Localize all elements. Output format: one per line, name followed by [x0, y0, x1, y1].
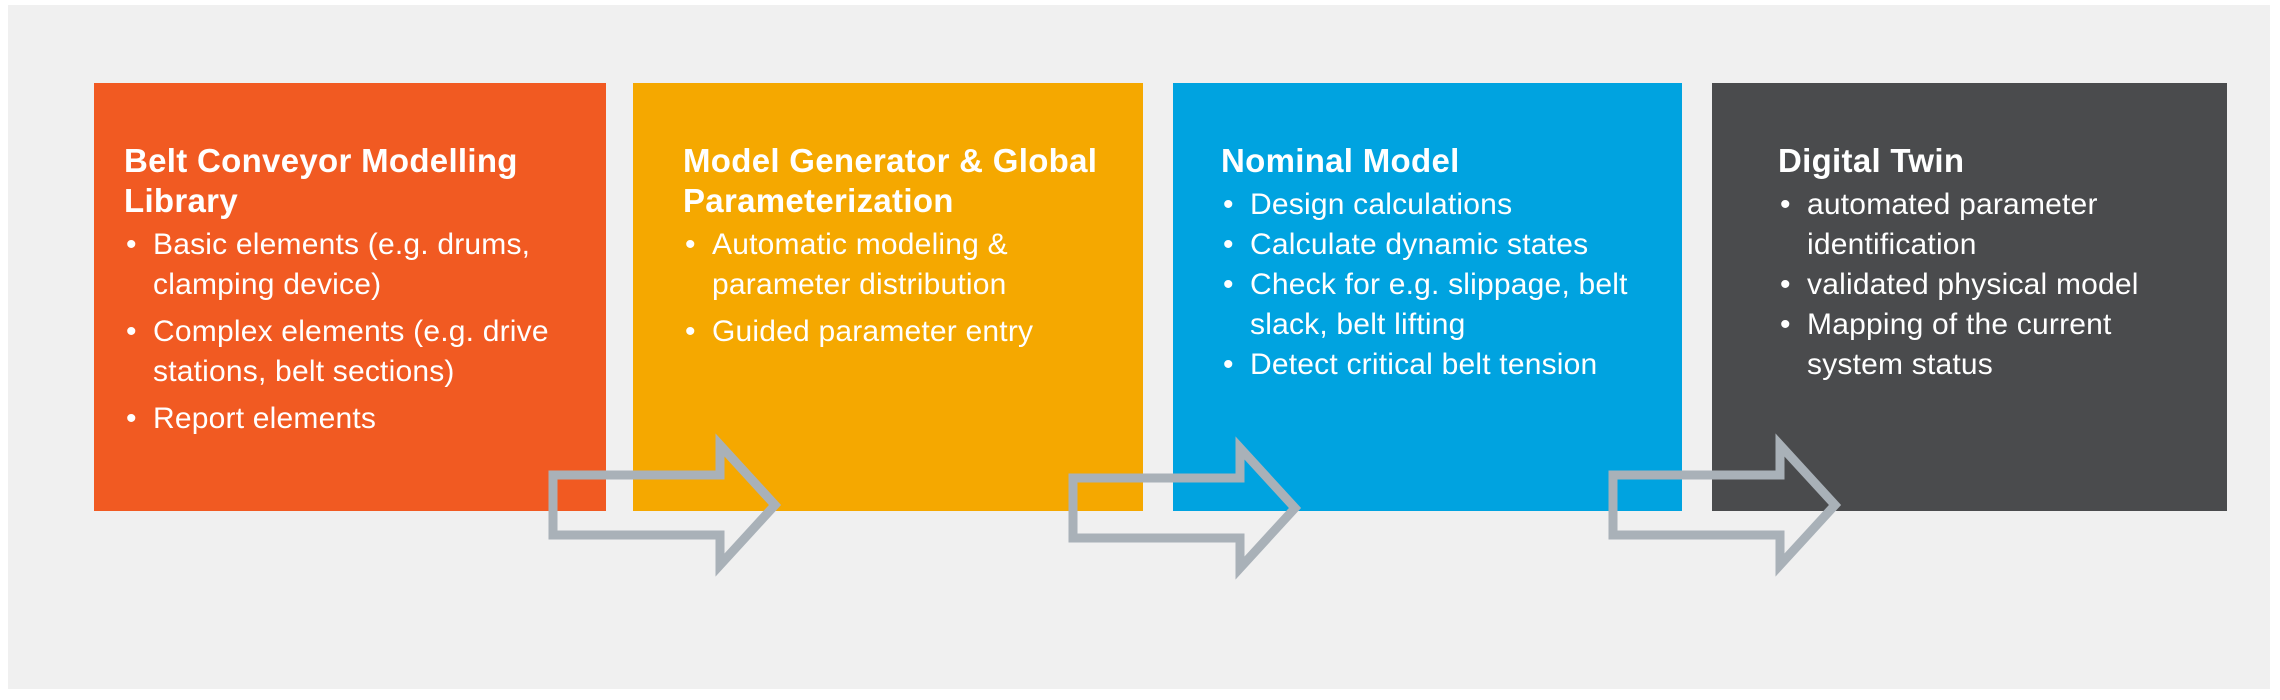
- list-item-text: Mapping of the current system status: [1807, 308, 2112, 381]
- list-item-text: Complex elements (e.g. drive stations, b…: [153, 315, 549, 388]
- bullet-icon: •: [1223, 188, 1234, 221]
- bullet-icon: •: [685, 315, 696, 348]
- nominal-list: • Design calculations • Calculate dynamic …: [1221, 185, 1652, 385]
- generator-title: Model Generator & Global Parameterizatio…: [683, 142, 1098, 219]
- bullet-icon: •: [1780, 268, 1791, 301]
- bullet-icon: •: [126, 402, 137, 435]
- list-item-text: Calculate dynamic states: [1250, 228, 1589, 261]
- bullet-icon: •: [126, 228, 137, 261]
- list-item: • Basic elements (e.g. drums, clamping de…: [124, 225, 576, 305]
- twin-box: Digital Twin • automated parameter identi…: [1712, 83, 2227, 511]
- bullet-icon: •: [1223, 268, 1234, 301]
- generator-list: • Automatic modeling & parameter distribu…: [683, 225, 1113, 352]
- list-item: • Report elements: [124, 399, 576, 439]
- list-item-text: Detect critical belt tension: [1250, 348, 1598, 381]
- generator-box: Model Generator & Global Parameterizatio…: [633, 83, 1143, 511]
- bullet-icon: •: [1223, 228, 1234, 261]
- list-item-text: Design calculations: [1250, 188, 1513, 221]
- list-item: • Calculate dynamic states: [1221, 225, 1652, 265]
- twin-title: Digital Twin: [1778, 142, 1965, 179]
- bullet-icon: •: [1780, 188, 1791, 221]
- list-item: • validated physical model: [1778, 265, 2197, 305]
- list-item-text: Check for e.g. slippage, belt slack, bel…: [1250, 268, 1628, 341]
- library-list: • Basic elements (e.g. drums, clamping de…: [124, 225, 576, 439]
- list-item: • Design calculations: [1221, 185, 1652, 225]
- list-item: • Detect critical belt tension: [1221, 345, 1652, 385]
- list-item-text: Guided parameter entry: [712, 315, 1034, 348]
- list-item-text: Basic elements (e.g. drums, clamping dev…: [153, 228, 531, 301]
- list-item: • Mapping of the current system status: [1778, 305, 2197, 385]
- process-diagram: Belt Conveyor Modelling Library • Basic e…: [8, 5, 2270, 689]
- list-item-text: Report elements: [153, 402, 377, 435]
- list-item: • automated parameter identification: [1778, 185, 2197, 265]
- list-item-text: Automatic modeling & parameter distribut…: [712, 228, 1008, 301]
- bullet-icon: •: [685, 228, 696, 261]
- library-title: Belt Conveyor Modelling Library: [124, 142, 518, 219]
- nominal-title: Nominal Model: [1221, 142, 1460, 179]
- list-item-text: validated physical model: [1807, 268, 2139, 301]
- bullet-icon: •: [1223, 348, 1234, 381]
- list-item: • Guided parameter entry: [683, 312, 1113, 352]
- bullet-icon: •: [126, 315, 137, 348]
- twin-list: • automated parameter identification • val…: [1778, 185, 2197, 385]
- list-item: • Automatic modeling & parameter distribu…: [683, 225, 1113, 305]
- library-box: Belt Conveyor Modelling Library • Basic e…: [94, 83, 606, 511]
- list-item: • Complex elements (e.g. drive stations, …: [124, 312, 576, 392]
- list-item-text: automated parameter identification: [1807, 188, 2098, 261]
- nominal-box: Nominal Model • Design calculations • Calc…: [1173, 83, 1682, 511]
- bullet-icon: •: [1780, 308, 1791, 341]
- list-item: • Check for e.g. slippage, belt slack, be…: [1221, 265, 1652, 345]
